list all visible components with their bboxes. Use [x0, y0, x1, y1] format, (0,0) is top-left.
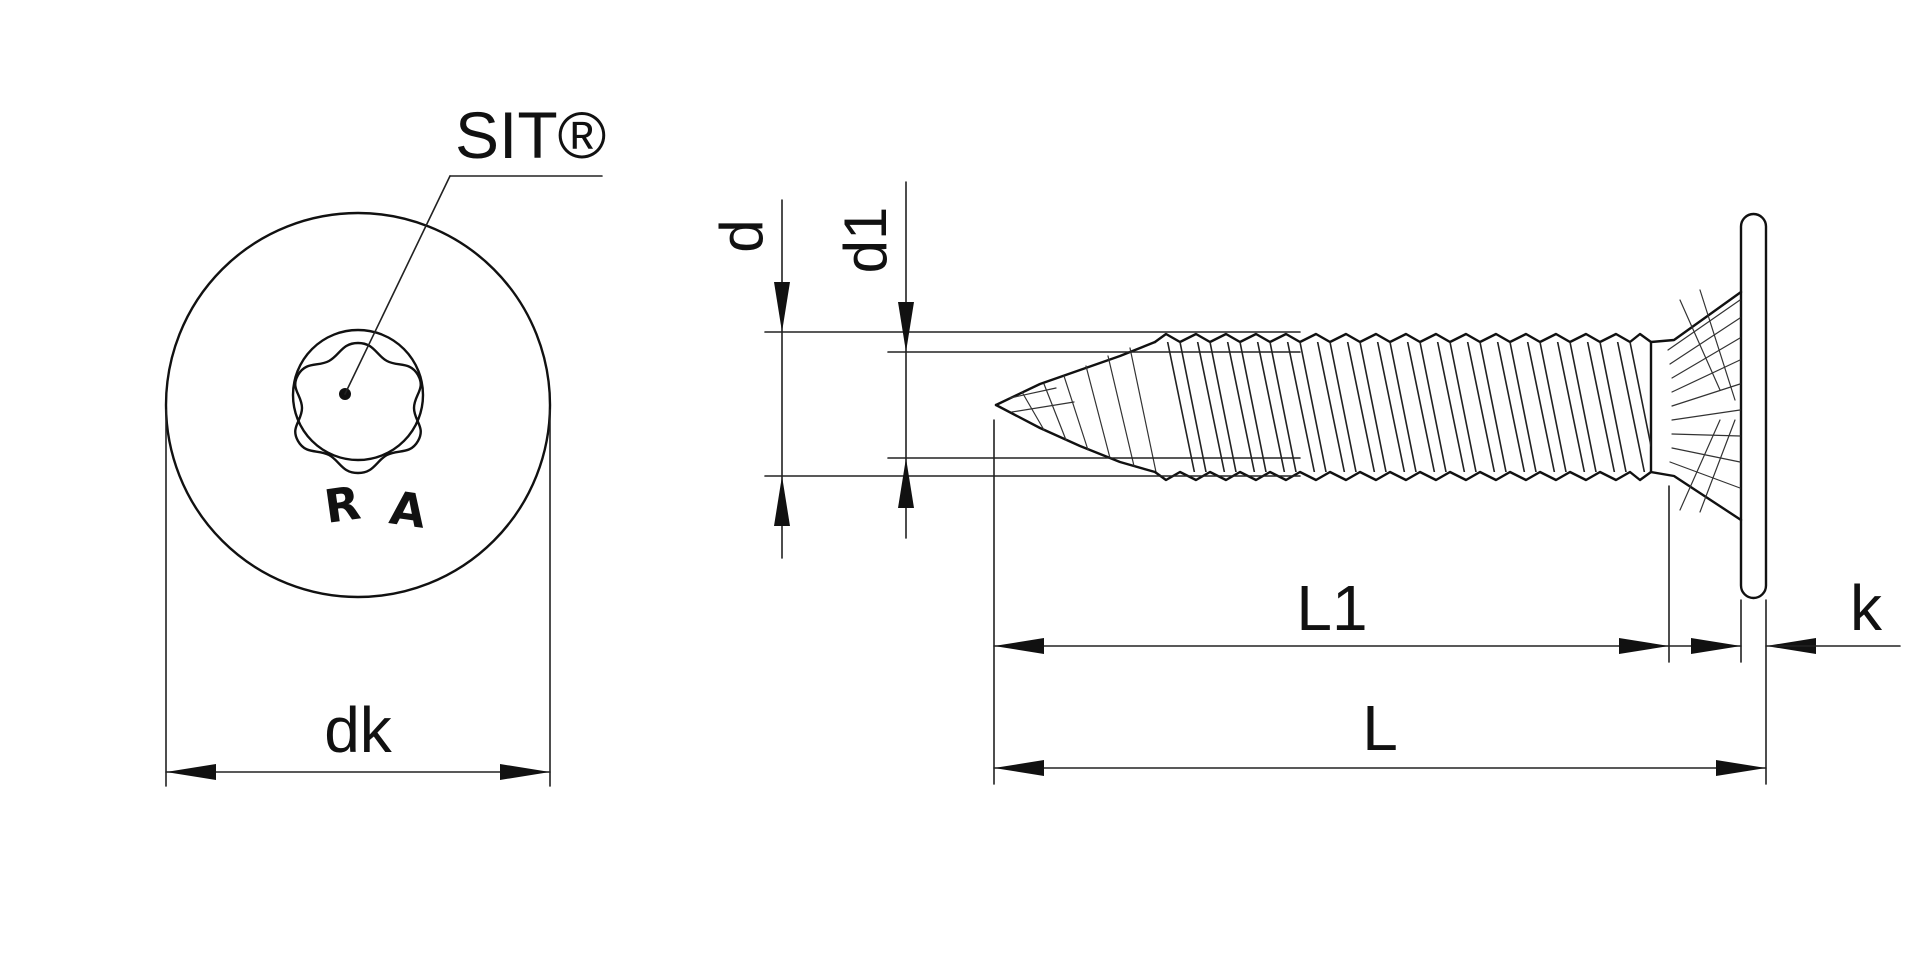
tip-lower-edge: [994, 403, 1157, 474]
drive-recess-icon: [291, 328, 425, 475]
d1-arrow-bottom: [898, 458, 914, 508]
l1-arrow-left: [994, 638, 1044, 654]
head-outline: [164, 211, 552, 599]
head-ribs: [1667, 289, 1741, 513]
head-top-view: SIT® R A dk: [164, 98, 606, 787]
l1-label: L1: [1296, 572, 1367, 644]
length-dimensions: L1 k L: [993, 419, 1901, 785]
dk-arrow-right: [500, 764, 550, 780]
l-label: L: [1362, 692, 1398, 764]
thread-crests: [1153, 332, 1653, 482]
screw-head-underside: [1649, 290, 1743, 522]
l-arrow-left: [994, 760, 1044, 776]
k-arrow-left: [1691, 638, 1741, 654]
d-arrow-bottom: [774, 476, 790, 526]
screw-head-flange: [1739, 212, 1768, 600]
d1-label: d1: [832, 207, 899, 274]
l-arrow-right: [1716, 760, 1766, 776]
d1-arrow-top: [898, 302, 914, 352]
drive-label: SIT®: [455, 98, 606, 172]
thread-flanks: [1165, 342, 1651, 472]
dk-label: dk: [324, 694, 393, 766]
screw-side-view: [994, 212, 1768, 600]
dk-arrow-left: [166, 764, 216, 780]
k-label: k: [1850, 572, 1883, 644]
diameter-dimensions: d d1: [708, 181, 1301, 559]
d-label: d: [708, 219, 775, 252]
d-arrow-top: [774, 282, 790, 332]
leader-line: [344, 175, 451, 395]
head-marking-r: R: [321, 475, 364, 533]
tip-threads: [1009, 347, 1157, 473]
l1-arrow-right: [1619, 638, 1669, 654]
head-marking-a: A: [386, 480, 429, 538]
